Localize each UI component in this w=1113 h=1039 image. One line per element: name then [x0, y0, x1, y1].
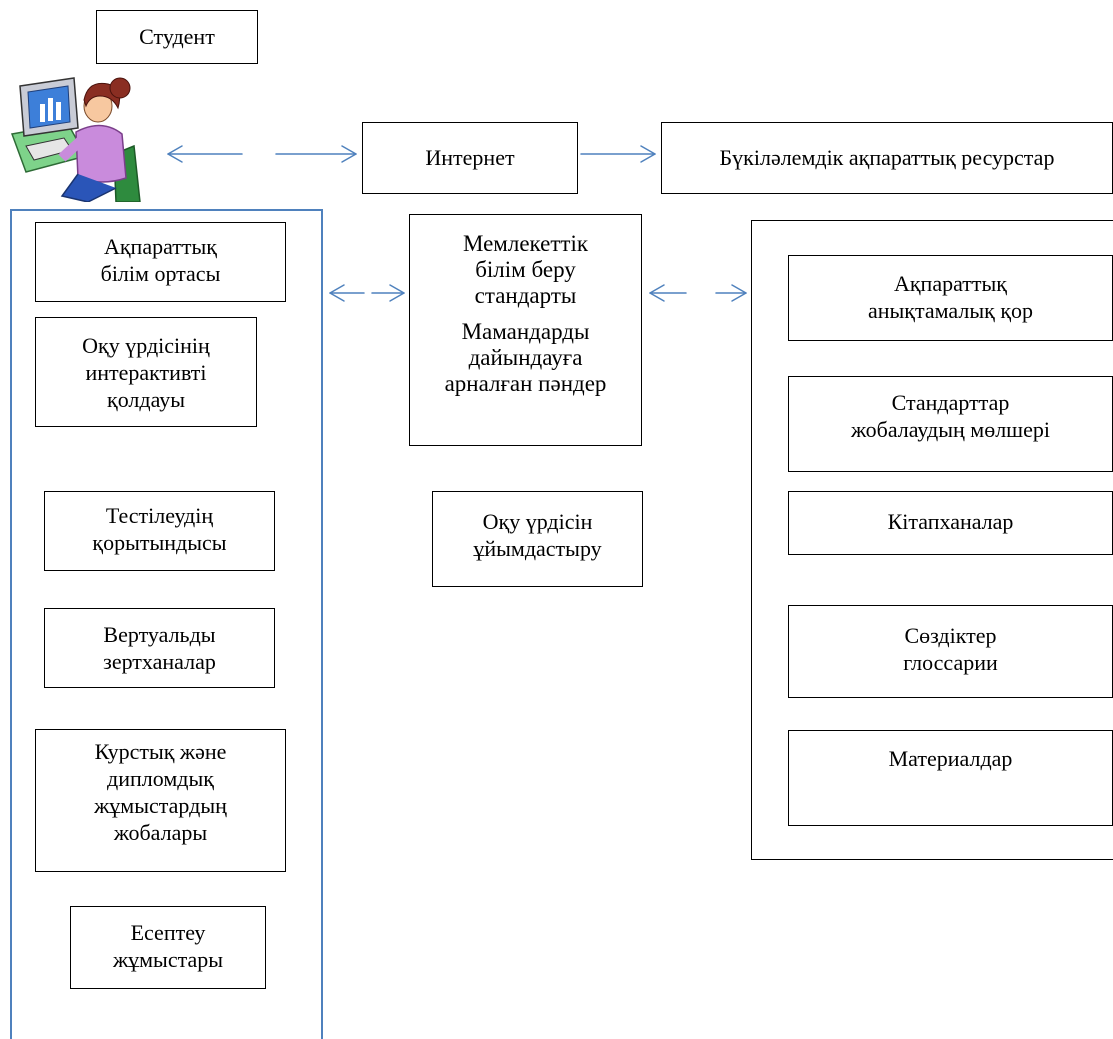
subjects-line: арналған пәндер: [444, 371, 607, 396]
right-item-materials: Материалдар: [788, 730, 1113, 826]
left-item-line: Есептеу: [130, 920, 206, 945]
right-item-line: анықтамалық қор: [867, 298, 1034, 323]
right-item-line: жобалаудың мөлшері: [850, 417, 1050, 442]
standard-line: білім беру: [475, 257, 576, 282]
left-item-line: зертханалар: [103, 649, 216, 674]
arrow-right-icon: [580, 145, 656, 163]
left-item-interactive-support: Оқу үрдісінің интерактивті қолдауы: [35, 317, 257, 427]
left-item-line: Курстық және: [94, 739, 227, 764]
right-item-line: Материалдар: [888, 746, 1013, 771]
standard-line: Мемлекеттік: [462, 231, 589, 256]
organization-line: Оқу үрдісін: [482, 509, 593, 534]
arrow-right-icon: [715, 284, 747, 302]
left-item-testing-results: Тестілеудің қорытындысы: [44, 491, 275, 571]
right-item-libraries: Кітапханалар: [788, 491, 1113, 555]
right-column-frame: [751, 220, 1113, 860]
left-item-info-environment: Ақпараттық білім ортасы: [35, 222, 286, 302]
student-label: Студент: [139, 24, 215, 49]
right-item-line: Кітапханалар: [887, 509, 1014, 534]
internet-box: Интернет: [362, 122, 578, 194]
left-item-calculation-works: Есептеу жұмыстары: [70, 906, 266, 989]
internet-label: Интернет: [425, 145, 515, 170]
right-item-line: Сөздіктер: [904, 623, 997, 648]
left-item-line: қорытындысы: [92, 530, 227, 555]
world-resources-label: Бүкіләлемдік ақпараттық ресурстар: [719, 145, 1055, 170]
left-item-line: Ақпараттық: [103, 234, 217, 259]
subjects-line: дайындауға: [468, 345, 583, 370]
center-organization-box: Оқу үрдісін ұйымдастыру: [432, 491, 643, 587]
arrow-left-icon: [649, 284, 687, 302]
arrow-left-icon: [167, 145, 243, 163]
left-item-virtual-labs: Вертуальды зертханалар: [44, 608, 275, 688]
left-item-line: білім ортасы: [100, 261, 221, 286]
world-resources-box: Бүкіләлемдік ақпараттық ресурстар: [661, 122, 1113, 194]
left-item-line: Оқу үрдісінің: [82, 333, 210, 358]
left-item-course-projects: Курстық және дипломдық жұмыстардың жобал…: [35, 729, 286, 872]
right-item-line: Стандарттар: [891, 390, 1010, 415]
student-label-box: Студент: [96, 10, 258, 64]
center-standard-box: Мемлекеттік білім беру стандарты Маманда…: [409, 214, 642, 446]
standard-line: стандарты: [474, 283, 577, 308]
right-item-reference-fund: Ақпараттық анықтамалық қор: [788, 255, 1113, 341]
left-item-line: жобалары: [113, 820, 208, 845]
left-item-line: интерактивті: [85, 360, 207, 385]
arrow-left-icon: [329, 284, 365, 302]
right-item-line: глоссарии: [903, 650, 998, 675]
left-column-frame: [10, 209, 323, 1039]
left-item-line: жұмыстары: [112, 947, 224, 972]
arrow-right-icon: [275, 145, 357, 163]
arrow-right-icon: [371, 284, 405, 302]
left-item-line: дипломдық: [107, 766, 214, 791]
person-at-computer-icon: [10, 77, 141, 202]
left-item-line: қолдауы: [107, 387, 185, 412]
left-item-line: жұмыстардың: [94, 793, 227, 818]
left-item-line: Тестілеудің: [105, 503, 214, 528]
organization-line: ұйымдастыру: [473, 536, 602, 561]
left-item-line: Вертуальды: [103, 622, 216, 647]
right-item-dictionaries: Сөздіктер глоссарии: [788, 605, 1113, 698]
right-item-line: Ақпараттық: [893, 271, 1007, 296]
subjects-line: Мамандарды: [461, 319, 590, 344]
right-item-standards: Стандарттар жобалаудың мөлшері: [788, 376, 1113, 472]
